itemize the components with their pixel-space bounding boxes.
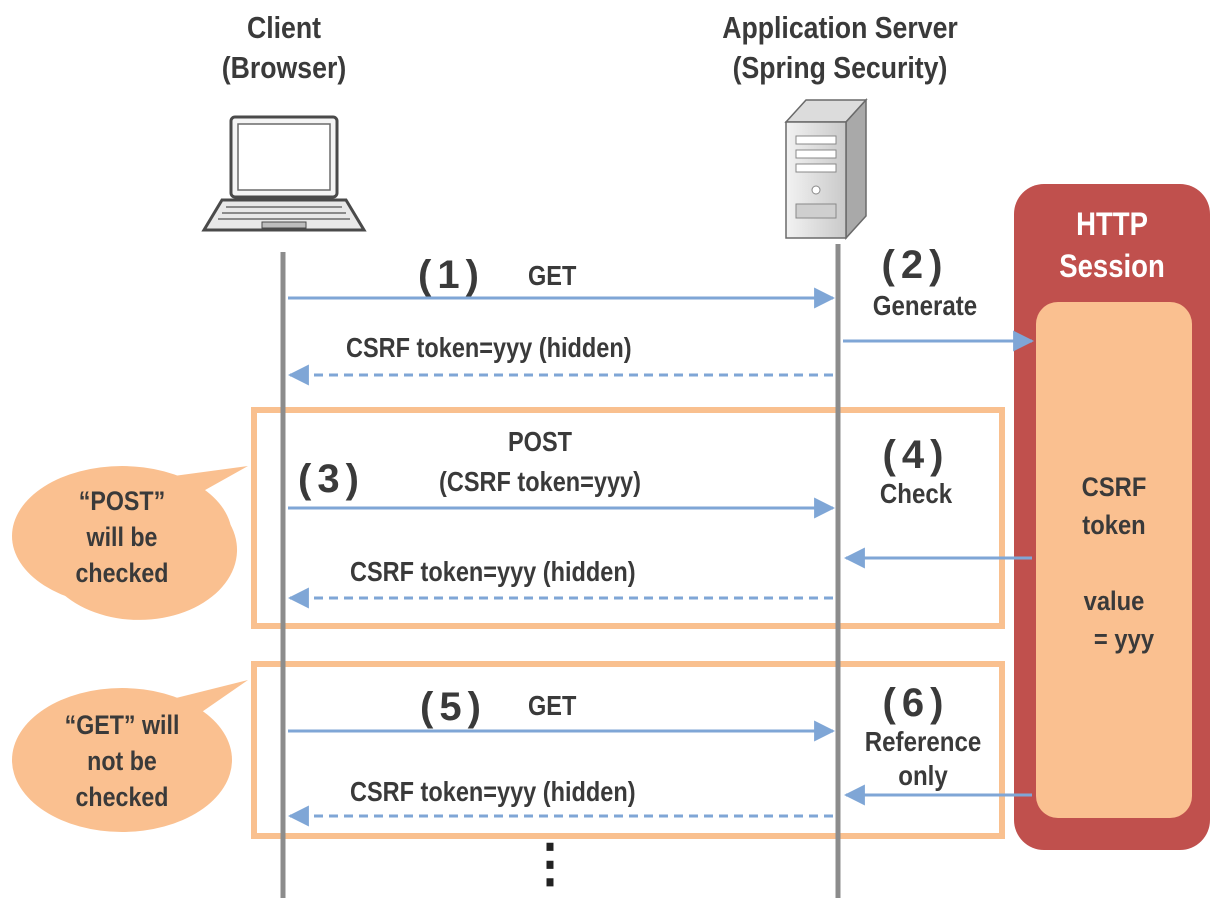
server-icon xyxy=(784,98,868,240)
step-2-number: (2) xyxy=(881,243,949,287)
token-label-line1: CSRF xyxy=(1081,472,1147,502)
post-bubble-line2: will be xyxy=(86,522,158,552)
get-request-frame xyxy=(251,661,1005,839)
post-request-frame xyxy=(251,407,1005,629)
token-label-line2: token xyxy=(1082,510,1146,540)
post-bubble-line1: “POST” xyxy=(78,486,166,516)
response-1-label: CSRF token=yyy (hidden) xyxy=(346,332,632,363)
post-bubble-body xyxy=(12,466,232,606)
step-5-label: GET xyxy=(528,690,577,721)
token-value: = yyy xyxy=(1093,624,1155,654)
session-title-line1: HTTP xyxy=(1076,206,1148,242)
step-1-number: (1) xyxy=(418,253,485,297)
session-title-line2: Session xyxy=(1059,248,1165,284)
step-6-number: (6) xyxy=(882,681,950,725)
step-4-number: (4) xyxy=(882,433,950,477)
get-bubble-line1: “GET” will xyxy=(64,710,180,740)
server-title: Application Server xyxy=(722,10,958,45)
step-3-method: POST xyxy=(507,426,573,457)
response-2-label: CSRF token=yyy (hidden) xyxy=(350,556,636,587)
post-bubble-line3: checked xyxy=(75,558,169,588)
step-6-label-line1: Reference xyxy=(864,726,982,757)
step-3-number: (3) xyxy=(298,457,365,501)
step-1-label: GET xyxy=(528,260,577,291)
client-subtitle: (Browser) xyxy=(221,50,347,85)
laptop-icon xyxy=(201,115,367,232)
response-3-label: CSRF token=yyy (hidden) xyxy=(350,776,636,807)
step-3-token: (CSRF token=yyy) xyxy=(439,466,641,497)
token-value-label: value xyxy=(1083,586,1145,616)
client-title: Client xyxy=(246,10,322,45)
get-bubble-body xyxy=(12,688,232,832)
session-token-panel xyxy=(1036,302,1192,818)
get-bubble-line2: not be xyxy=(87,746,157,776)
step-5-number: (5) xyxy=(420,685,487,729)
continuation-dots: ⋮ xyxy=(524,835,576,893)
get-bubble-line3: checked xyxy=(75,782,169,812)
step-2-label: Generate xyxy=(872,290,978,321)
step-4-label: Check xyxy=(879,478,953,509)
step-6-label-line2: only xyxy=(898,760,948,791)
server-subtitle: (Spring Security) xyxy=(732,50,948,85)
